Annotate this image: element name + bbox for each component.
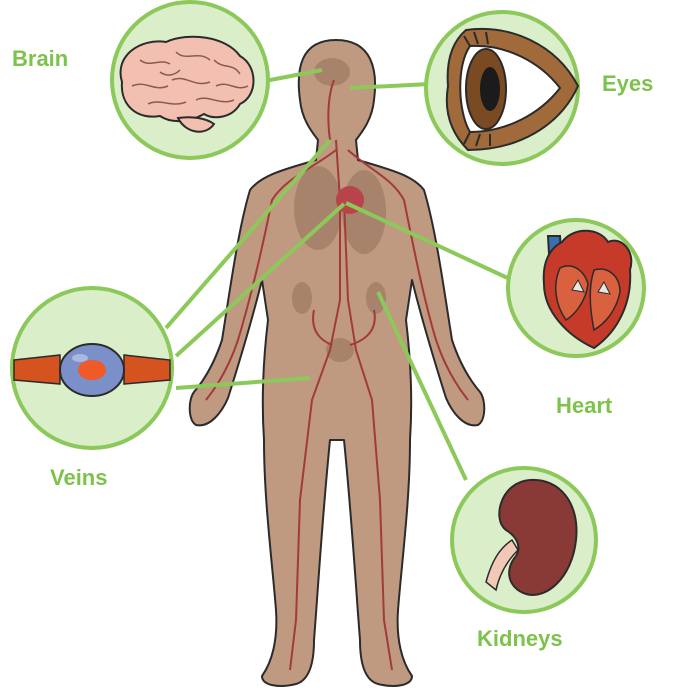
heart-callout (508, 220, 644, 356)
kidney-callout (452, 468, 596, 612)
eye-callout (426, 12, 578, 164)
brain-label: Brain (12, 46, 68, 71)
veins-callout (12, 288, 172, 448)
brain-callout (112, 2, 268, 158)
eyes-label: Eyes (602, 71, 653, 96)
heart-label: Heart (556, 393, 613, 418)
veins-label: Veins (50, 465, 107, 490)
kidneys-label: Kidneys (477, 626, 563, 651)
left-lung-shade (294, 166, 342, 250)
left-kidney-shade (292, 282, 312, 314)
